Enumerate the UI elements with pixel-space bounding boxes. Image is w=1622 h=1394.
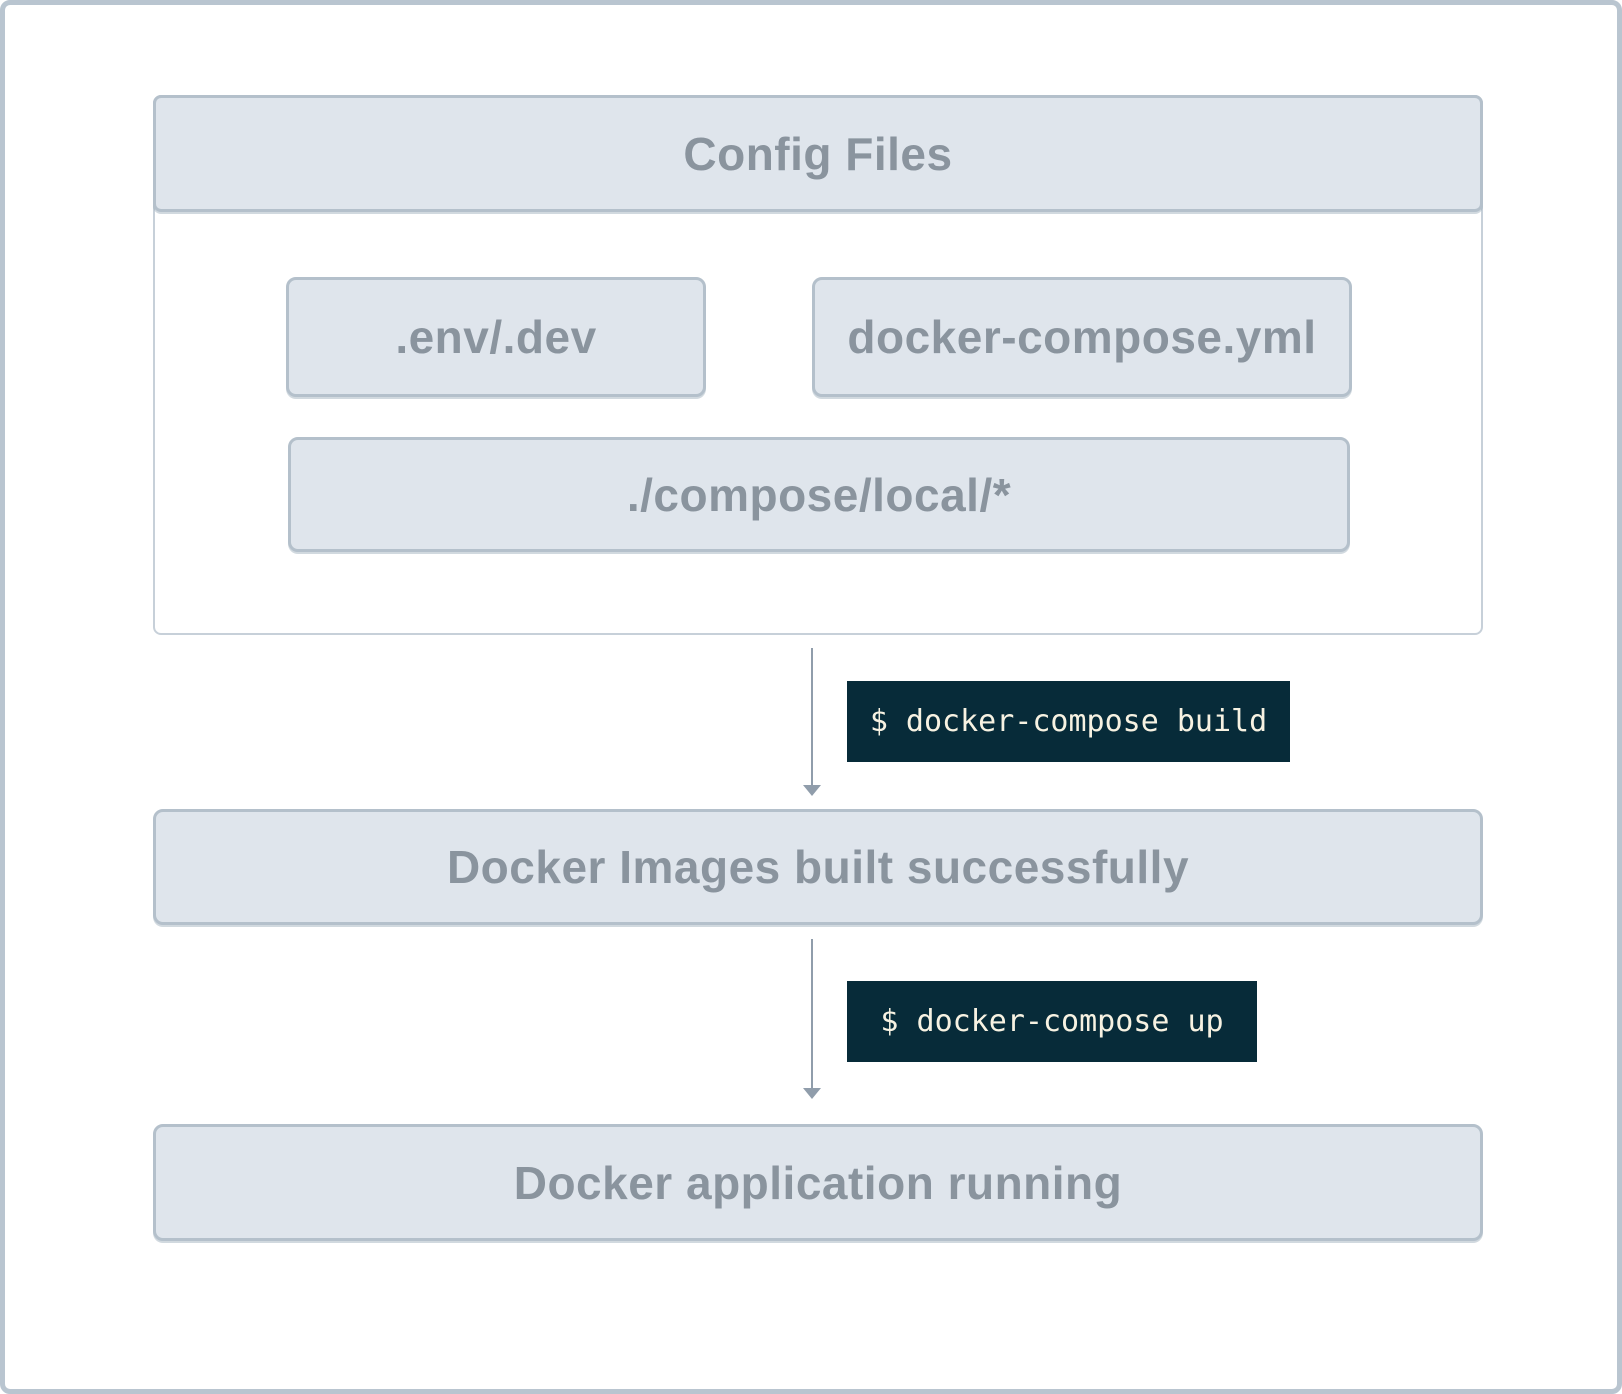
result-node-label: Docker Images built successfully bbox=[446, 841, 1190, 893]
file-node-label: .env/.dev bbox=[395, 311, 597, 363]
config-files-title: Config Files bbox=[683, 127, 953, 180]
flow-arrow-build bbox=[802, 648, 822, 796]
arrow-head-icon bbox=[803, 785, 821, 796]
config-files-header: Config Files bbox=[153, 95, 1483, 212]
arrow-head-icon bbox=[803, 1088, 821, 1099]
flow-arrow-up bbox=[802, 939, 822, 1099]
file-node-label: ./compose/local/* bbox=[626, 468, 1012, 521]
result-node-images-built: Docker Images built successfully bbox=[153, 809, 1483, 925]
arrow-line bbox=[811, 648, 813, 785]
file-node-env-dev: .env/.dev bbox=[286, 277, 706, 397]
file-node-compose-local: ./compose/local/* bbox=[288, 437, 1350, 552]
arrow-line bbox=[811, 939, 813, 1088]
terminal-command-text: $ docker-compose build bbox=[869, 704, 1268, 739]
result-node-label: Docker application running bbox=[513, 1156, 1123, 1209]
file-node-docker-compose-yml: docker-compose.yml bbox=[812, 277, 1352, 397]
terminal-command-text: $ docker-compose up bbox=[880, 1004, 1224, 1039]
file-node-label: docker-compose.yml bbox=[847, 311, 1317, 363]
terminal-command-up: $ docker-compose up bbox=[847, 981, 1257, 1062]
result-node-app-running: Docker application running bbox=[153, 1124, 1483, 1241]
terminal-command-build: $ docker-compose build bbox=[847, 681, 1290, 762]
